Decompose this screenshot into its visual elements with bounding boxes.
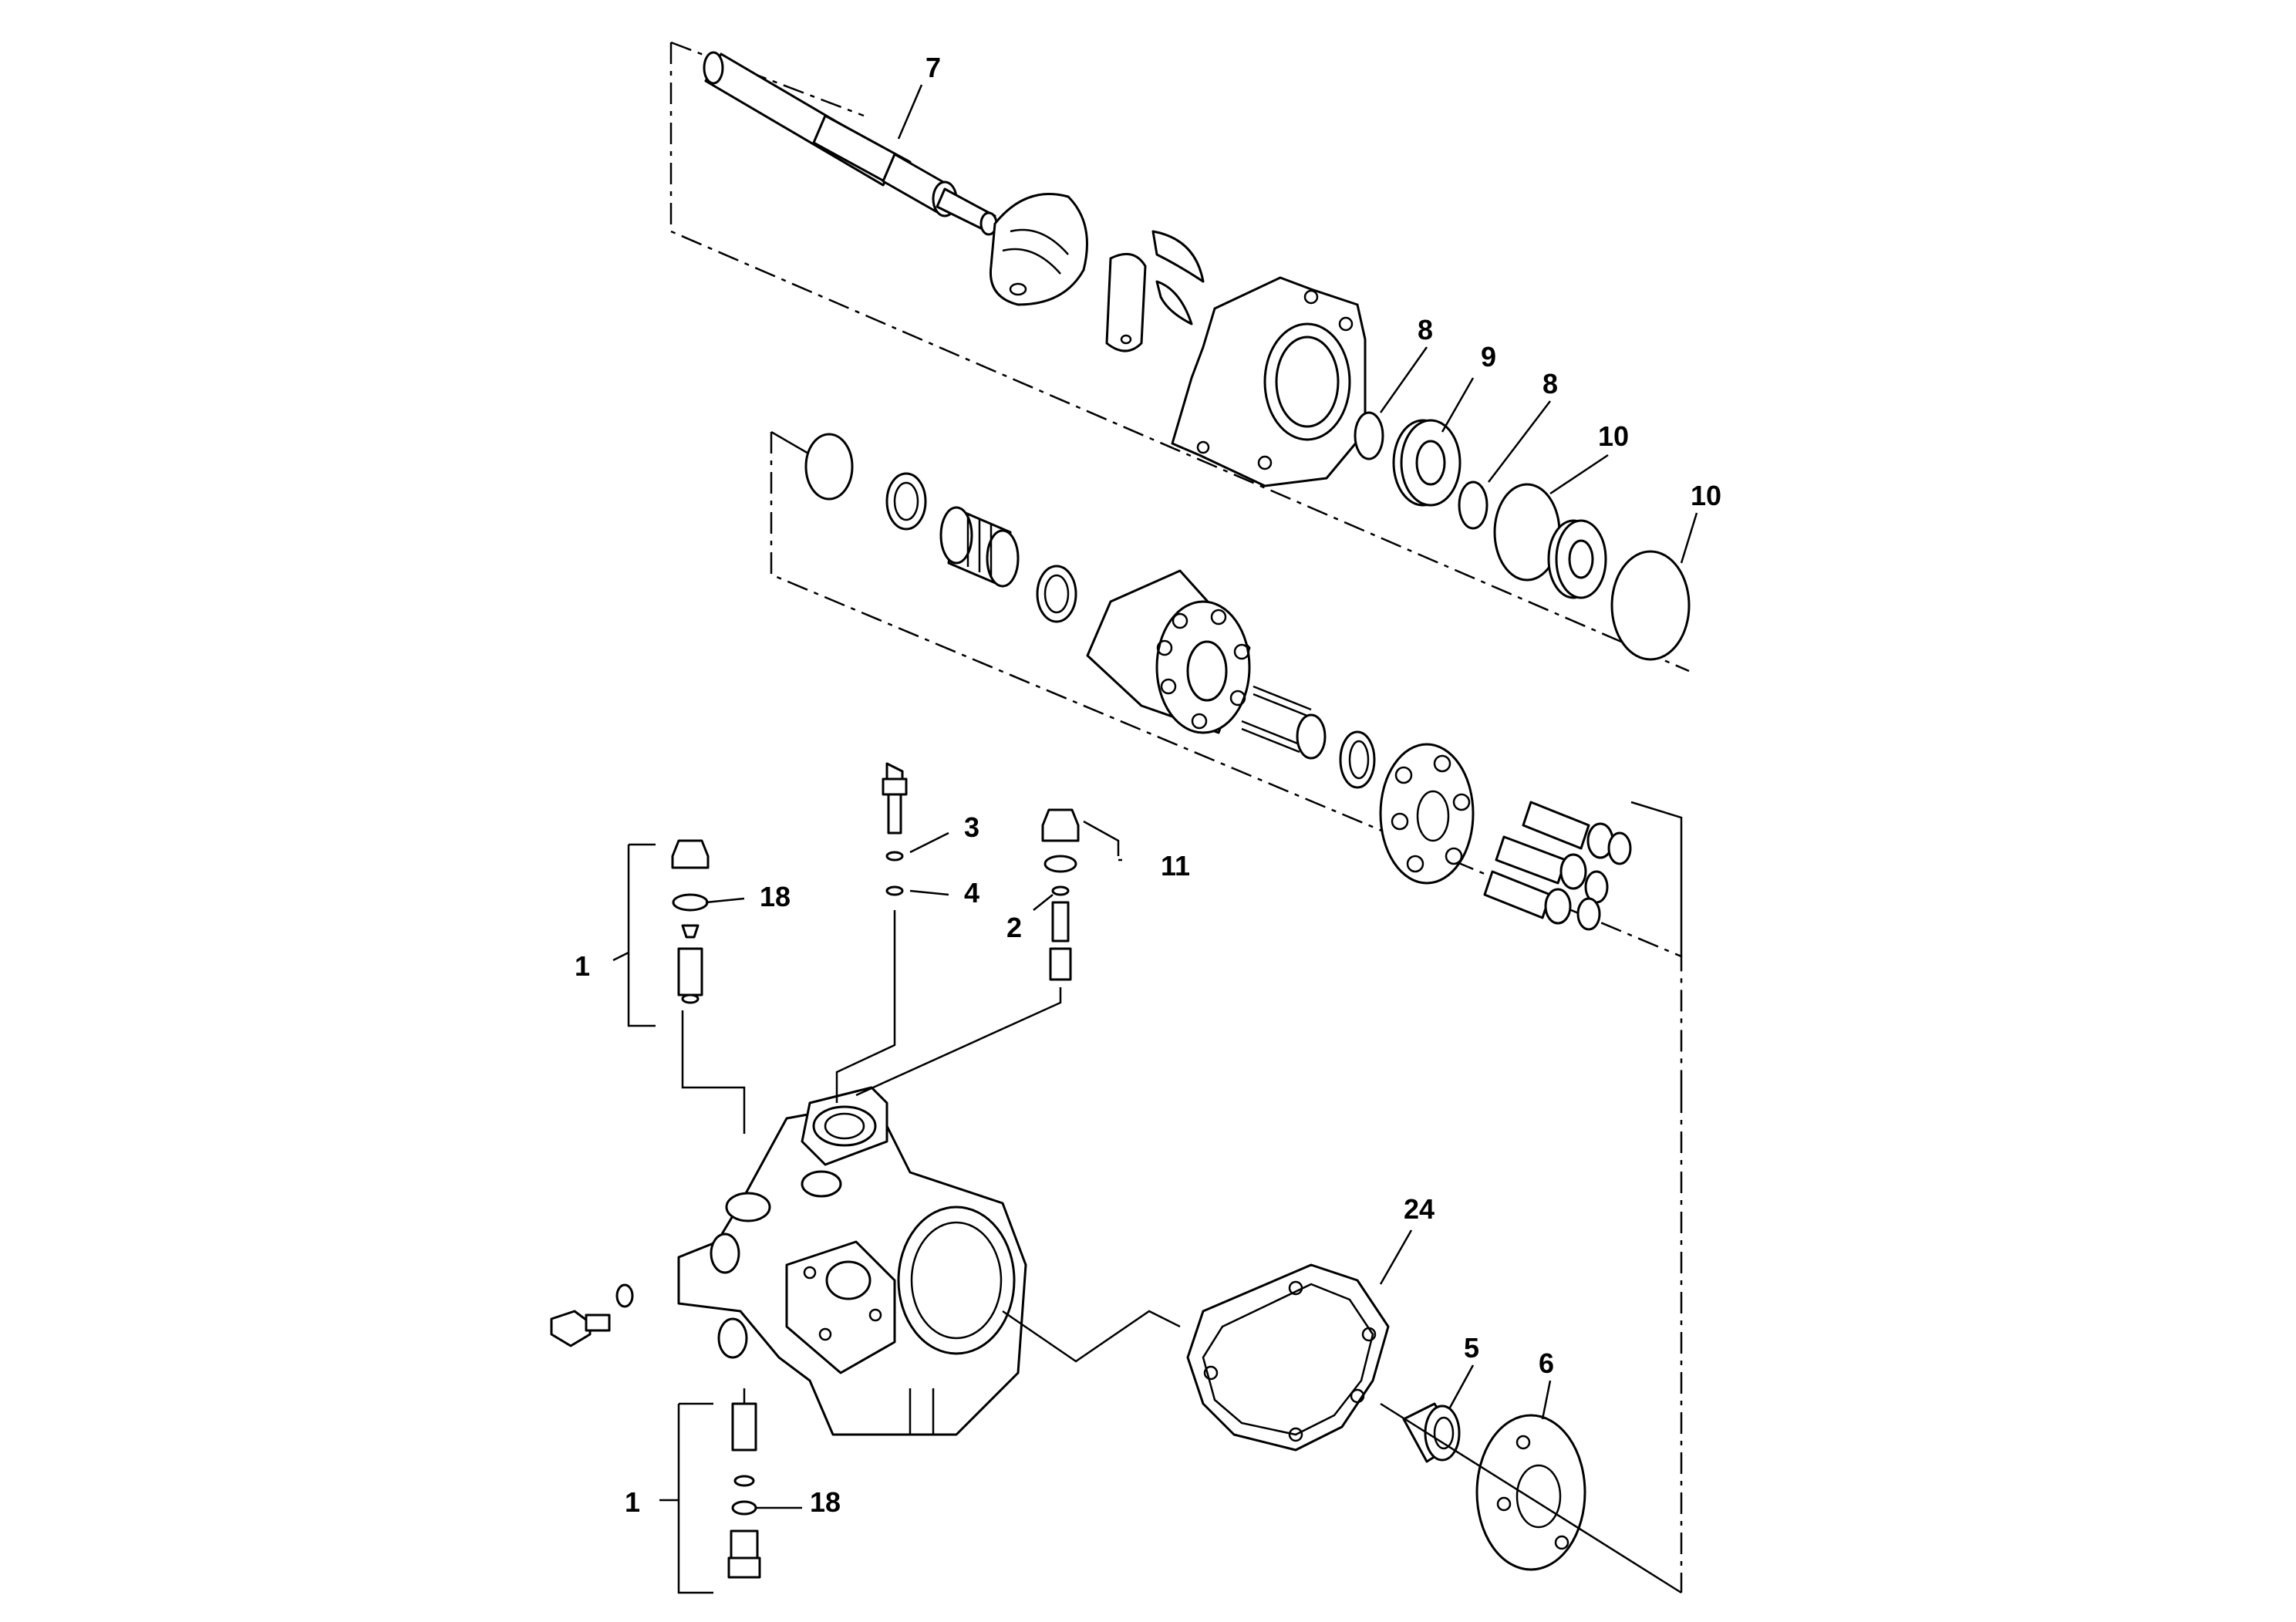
bearing-9 [1392, 419, 1462, 507]
connector-lines [627, 820, 1682, 1594]
gasket-24 [1186, 1263, 1390, 1452]
callout-8-upper: 8 [1418, 314, 1433, 346]
callouts: 7 8 9 8 10 10 3 4 11 2 18 1 24 5 6 1 18 [575, 52, 1721, 1518]
piston-assembly [1483, 801, 1632, 931]
shaft-seal [1547, 519, 1607, 599]
callout-24: 24 [1404, 1193, 1435, 1225]
check-valve-3-4 [882, 762, 908, 896]
relief-valve-1a [671, 839, 710, 1004]
callout-9: 9 [1481, 341, 1496, 373]
callout-18-lower: 18 [810, 1486, 841, 1518]
callout-10-lower: 10 [1691, 480, 1721, 511]
callout-10-upper: 10 [1598, 420, 1629, 452]
callout-11: 11 [1161, 850, 1190, 882]
callout-5: 5 [1464, 1332, 1479, 1364]
callout-2: 2 [1006, 912, 1022, 943]
retaining-ring-10b [1610, 550, 1691, 661]
cylinder-washer-2 [1036, 565, 1077, 623]
callout-8-lower: 8 [1542, 368, 1558, 400]
leader-lines [612, 84, 1698, 1509]
retainer-plate [1379, 743, 1475, 885]
drive-shaft [703, 51, 998, 236]
cylinder-seal-ring [804, 433, 854, 501]
callout-1-lower: 1 [625, 1486, 640, 1518]
cylinder-block [1086, 569, 1251, 734]
cylinder-washer [885, 472, 927, 531]
end-cover [1171, 276, 1367, 487]
callout-4: 4 [964, 877, 979, 909]
callout-6: 6 [1539, 1347, 1554, 1379]
retainer-bushing [1339, 730, 1376, 789]
valve-plate-6 [1475, 1414, 1586, 1571]
swashplate [989, 193, 1088, 306]
spherical-washer [1296, 713, 1327, 760]
housing [677, 1086, 1027, 1436]
relief-valve-1b [727, 1402, 761, 1579]
callout-3: 3 [964, 811, 979, 843]
callout-1-upper: 1 [575, 950, 590, 982]
valve-11 [1041, 808, 1080, 981]
snap-ring-8b [1458, 481, 1489, 530]
pins [1241, 685, 1312, 754]
bushing-5 [1402, 1402, 1461, 1463]
cradle-bearing [1151, 230, 1205, 325]
callout-7: 7 [925, 52, 941, 83]
plug-left [550, 1283, 634, 1347]
cylinder-spring [939, 506, 1020, 588]
shaft-group-outline [669, 41, 1690, 673]
snap-ring-8a [1354, 411, 1384, 460]
callout-18-upper: 18 [760, 881, 791, 912]
thrust-plate [1105, 252, 1147, 352]
